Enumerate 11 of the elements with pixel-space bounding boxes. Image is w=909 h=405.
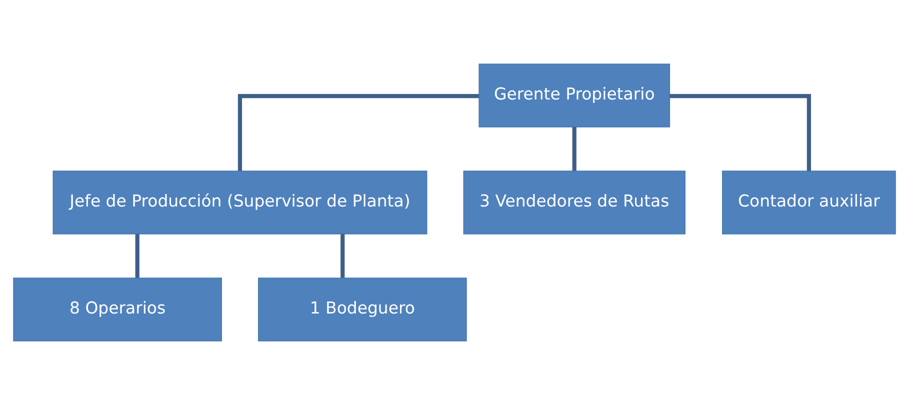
node-box: Jefe de Producción (Supervisor de Planta) [52, 170, 428, 234]
connector [670, 94, 811, 171]
connector [572, 127, 576, 171]
node-box: Gerente Propietario [478, 64, 670, 128]
node-box: 3 Vendedores de Rutas [463, 170, 686, 234]
connector [135, 234, 140, 278]
node-box: 8 Operarios [13, 278, 222, 342]
node-box: 1 Bodeguero [258, 278, 467, 342]
node-box: Contador auxiliar [722, 170, 896, 234]
connector [238, 94, 479, 171]
connector [340, 234, 345, 278]
